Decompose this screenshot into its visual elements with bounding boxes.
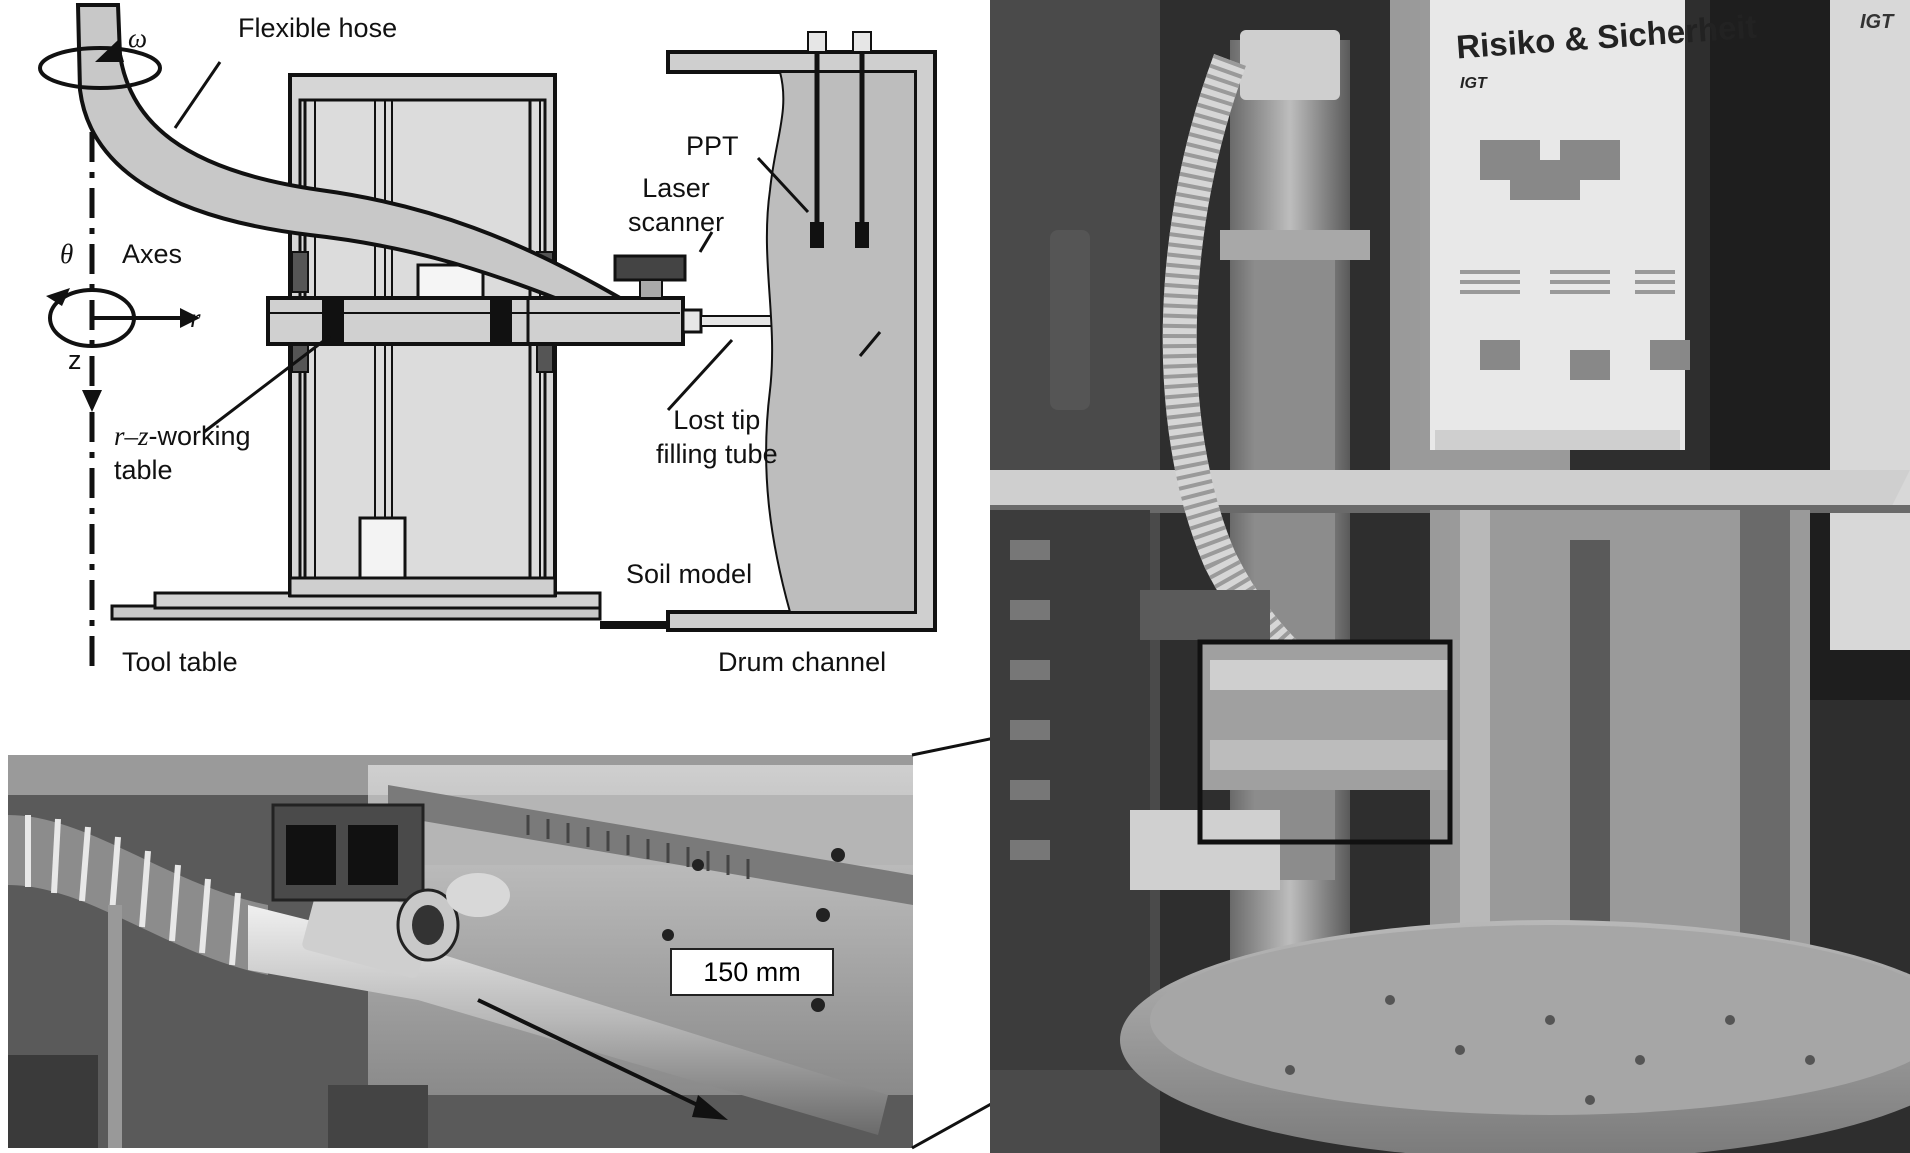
label-axes: Axes [122,239,183,269]
label-lost-tip-line2: filling tube [656,438,778,469]
label-laser-scanner: Laser scanner [628,172,724,240]
label-theta: θ [60,239,74,269]
label-laser-line1: Laser [642,173,710,203]
poster [1430,0,1685,450]
label-z-axis: z [68,345,82,375]
label-r-axis: r [190,303,201,333]
ppt-sensor-2 [855,222,869,248]
label-lost-tip-line1: Lost tip [673,405,761,435]
detail-photo-render [8,755,913,1148]
schematic-diagram [38,3,937,670]
scale-bar-label: 150 mm [670,948,834,996]
drum-channel [666,50,937,632]
label-omega: ω [128,23,148,53]
label-rz-working-table: r–z-working table [114,420,251,488]
label-rz-prefix: r–z [114,421,149,451]
main-photo [990,0,1910,1153]
label-rz-line2: table [114,454,173,485]
zoom-region-box [1197,639,1453,845]
ppt-sensor-1 [810,222,824,248]
edge-logo: IGT [1860,11,1894,33]
label-rz-suffix: -working [148,421,251,451]
label-lost-tip: Lost tip filling tube [656,404,778,472]
main-photo-render [990,0,1910,1153]
flexible-hose [75,3,628,300]
label-drum-channel: Drum channel [718,647,887,677]
label-soil-model: Soil model [626,559,753,589]
label-tool-table: Tool table [122,647,238,677]
label-laser-line2: scanner [628,206,725,237]
label-ppt: PPT [686,131,739,161]
label-flexible-hose: Flexible hose [238,13,398,43]
poster-logo: IGT [1460,75,1487,92]
